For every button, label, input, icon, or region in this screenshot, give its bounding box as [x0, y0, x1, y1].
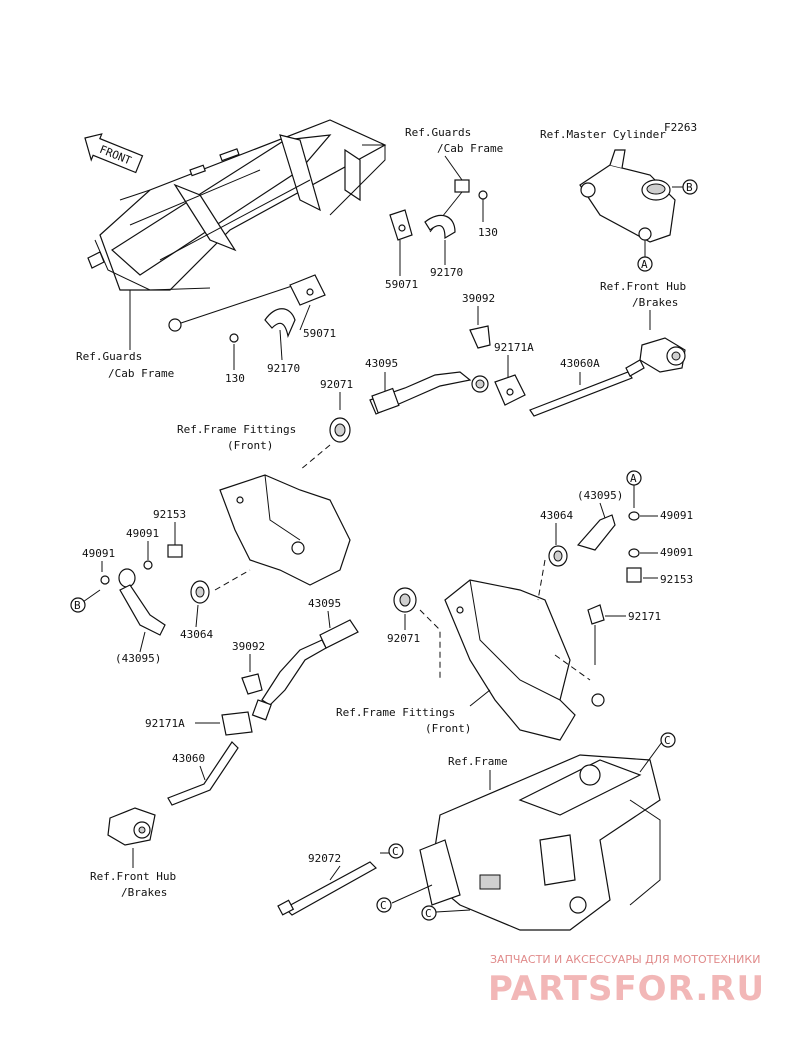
part-92170-top: 92170	[430, 266, 463, 279]
callout-c-mid	[388, 843, 404, 859]
clamp-92171a-bottom	[221, 711, 253, 736]
part-92170-mid: 92170	[267, 362, 300, 375]
part-43095-right: (43095)	[577, 489, 623, 502]
part-49091-left-b: 49091	[82, 547, 115, 560]
part-130-mid: 130	[225, 372, 245, 385]
watermark-logo: PARTSFOR.RU	[488, 969, 765, 1009]
callout-c-right	[660, 732, 676, 748]
master-cylinder-drawing	[579, 149, 676, 243]
part-43095-mid: 43095	[308, 597, 341, 610]
frame-fitting-2	[444, 579, 605, 741]
ref-frame: Ref.Frame	[448, 755, 508, 768]
hose-fitting-left	[118, 568, 166, 636]
brake-hose-mid	[251, 619, 359, 721]
ref-hub-bottom-1: Ref.Front Hub	[90, 870, 176, 883]
callout-b-top	[682, 179, 698, 195]
part-43060a: 43060A	[560, 357, 600, 370]
part-59071-top: 59071	[385, 278, 418, 291]
front-hub-top-drawing	[639, 337, 686, 373]
ref-guards-left-2: /Cab Frame	[108, 367, 174, 380]
front-arrow: FRONT	[84, 133, 144, 174]
callout-c-right-label: C	[664, 734, 671, 747]
ref-guards-top-2: /Cab Frame	[437, 142, 503, 155]
callout-c-mid-label: C	[392, 845, 399, 858]
ref-fittings-1-2: (Front)	[227, 439, 273, 452]
frame-fitting-1	[219, 474, 351, 586]
callout-a-right-label: A	[630, 472, 637, 485]
callout-b-top-label: B	[686, 181, 693, 194]
part-39092-top: 39092	[462, 292, 495, 305]
ref-fittings-2-1: Ref.Frame Fittings	[336, 706, 455, 719]
part-43064-left: 43064	[180, 628, 213, 641]
front-hub-bottom-drawing	[107, 807, 156, 846]
callout-a-top-label: A	[641, 258, 648, 271]
part-92071-top: 92071	[320, 378, 353, 391]
ref-fittings-1-1: Ref.Frame Fittings	[177, 423, 296, 436]
part-92153-right: 92153	[660, 573, 693, 586]
frame-drawing	[419, 754, 661, 931]
part-49091-right-b: 49091	[660, 546, 693, 559]
callout-b-left	[70, 597, 86, 613]
brake-line-43060	[167, 741, 239, 806]
watermark-line1: ЗАПЧАСТИ И АКСЕССУАРЫ ДЛЯ МОТОТЕХНИКИ	[490, 953, 760, 966]
diagram-code: F2263	[664, 121, 697, 134]
part-92153-left: 92153	[153, 508, 186, 521]
part-49091-left-a: 49091	[126, 527, 159, 540]
clamp-92171	[587, 604, 605, 625]
bolt-92153-left	[167, 544, 183, 558]
bracket-group-mid	[168, 274, 326, 343]
part-92171a-top: 92171A	[494, 341, 534, 354]
part-49091-right-a: 49091	[660, 509, 693, 522]
part-43095-left: (43095)	[115, 652, 161, 665]
cable-tie-92072	[284, 861, 377, 916]
callout-a-top	[637, 256, 653, 272]
bracket-group-top	[389, 179, 488, 241]
callout-c-left2-label: C	[425, 907, 432, 920]
part-43095-top: 43095	[365, 357, 398, 370]
part-92171a-bottom: 92171A	[145, 717, 185, 730]
part-43060: 43060	[172, 752, 205, 765]
callout-c-left2	[421, 905, 437, 921]
part-39092-bottom: 39092	[232, 640, 265, 653]
brake-hose-top	[369, 371, 489, 415]
bolt-92153-right	[626, 567, 642, 583]
ref-master-cylinder: Ref.Master Cylinder	[540, 128, 666, 141]
part-92071-mid: 92071	[387, 632, 420, 645]
part-92072: 92072	[308, 852, 341, 865]
part-92171: 92171	[628, 610, 661, 623]
part-59071-mid: 59071	[303, 327, 336, 340]
callout-c-left1-label: C	[380, 899, 387, 912]
ref-fittings-2-2: (Front)	[425, 722, 471, 735]
part-130-top: 130	[478, 226, 498, 239]
hose-fitting-right	[576, 511, 640, 551]
ref-hub-top-2: /Brakes	[632, 296, 678, 309]
ref-guards-top-1: Ref.Guards	[405, 126, 471, 139]
ref-guards-left-1: Ref.Guards	[76, 350, 142, 363]
ref-hub-bottom-2: /Brakes	[121, 886, 167, 899]
callout-b-left-label: B	[74, 599, 81, 612]
guard-frame-drawing	[87, 119, 387, 350]
callout-c-left1	[376, 897, 392, 913]
ref-hub-top-1: Ref.Front Hub	[600, 280, 686, 293]
part-43064-right: 43064	[540, 509, 573, 522]
